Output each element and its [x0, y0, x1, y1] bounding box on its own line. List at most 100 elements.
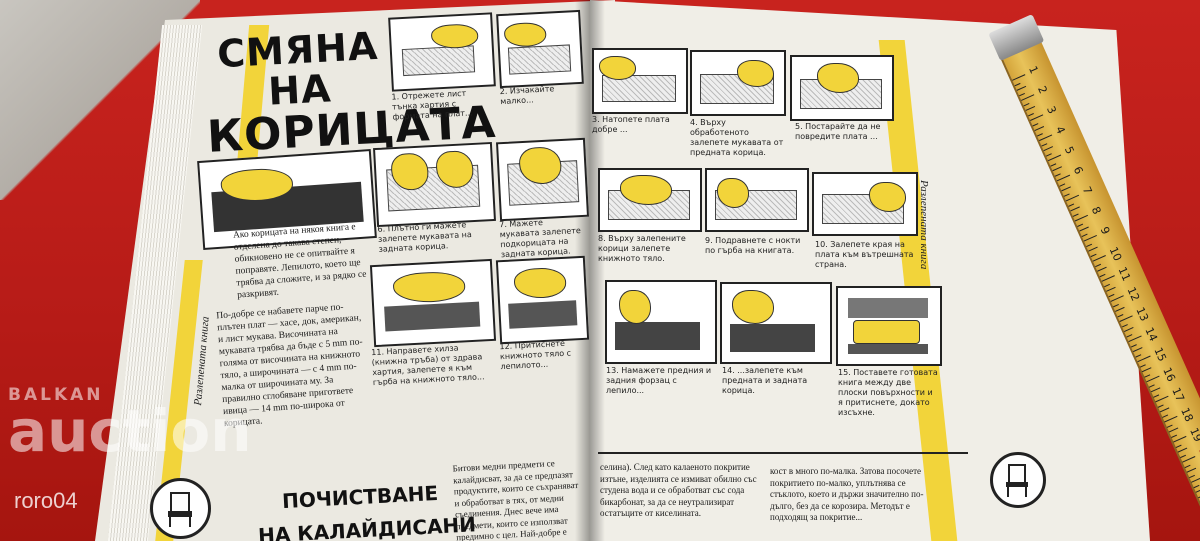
ruler-number: 1: [1026, 64, 1041, 76]
ruler-minor-tick: [1159, 407, 1170, 413]
ruler-minor-tick: [1052, 166, 1062, 172]
illustration-panel: [812, 172, 918, 236]
ruler-number: 18: [1178, 405, 1196, 424]
ruler-minor-tick: [1025, 105, 1036, 111]
divider: [598, 452, 968, 454]
ruler-minor-tick: [1168, 427, 1179, 433]
step-caption: 13. Намажете предния и задния форзац с л…: [606, 366, 712, 395]
ruler-number: 3: [1043, 104, 1059, 116]
ruler-minor-tick: [1063, 192, 1070, 197]
ruler-tick: [1056, 174, 1071, 182]
bottom-paragraph: селина). След като калаеното покритие из…: [600, 462, 757, 518]
ruler-minor-tick: [1023, 102, 1030, 106]
illustration-panel: [598, 168, 702, 232]
step-caption: 7. Мажете мукавата залепете подкорицата …: [499, 217, 582, 260]
ruler-minor-tick: [1061, 186, 1071, 192]
ruler-minor-tick: [1188, 474, 1195, 478]
illustration-panel: [388, 12, 496, 92]
ruler-minor-tick: [1175, 444, 1182, 448]
step-caption: 2. Изчакайте малко...: [499, 84, 555, 107]
ruler-minor-tick: [1018, 92, 1025, 96]
ruler-tick: [1083, 234, 1097, 242]
ruler-number: 7: [1079, 184, 1095, 197]
ruler-tick: [1119, 315, 1133, 322]
ruler-minor-tick: [1036, 132, 1043, 137]
ruler-tick: [1030, 114, 1044, 121]
auction-watermark: BALKAN auction: [8, 385, 252, 461]
ruler-minor-tick: [1144, 373, 1151, 378]
ruler-minor-tick: [1132, 347, 1143, 353]
step-caption: 9. Подравнете с нокти по гърба на книгат…: [705, 236, 801, 255]
ruler-minor-tick: [1034, 126, 1045, 132]
ruler-minor-tick: [1162, 414, 1168, 418]
step-caption: 14. ...залепете към предната и задната к…: [722, 366, 808, 395]
ruler-minor-tick: [1179, 454, 1186, 458]
ruler-tick: [1074, 214, 1088, 222]
ruler-number: 2: [1035, 84, 1050, 96]
step-caption: 1. Отрежете лист тънка хартия с формата …: [391, 88, 473, 122]
illustration-panel: [790, 55, 894, 121]
ruler-number: 13: [1133, 305, 1152, 324]
step-caption: 10. Залепете края на плата към вътрешнат…: [815, 240, 914, 269]
ruler-tick: [1092, 255, 1106, 262]
ruler-tick: [1182, 456, 1196, 463]
ruler-minor-tick: [1106, 286, 1116, 292]
section-vertical-label: Разлепената книга: [918, 180, 930, 270]
ruler-number: 12: [1124, 285, 1143, 304]
illustration-panel: [496, 9, 584, 89]
watermark-brand-small: BALKAN: [8, 385, 104, 405]
step-caption: 5. Постарайте да не повредите плата ...: [795, 122, 881, 141]
ruler-minor-tick: [1115, 306, 1125, 312]
illustration-panel: [495, 137, 590, 222]
ruler-minor-tick: [1041, 142, 1048, 147]
chair-icon: [150, 478, 211, 539]
ruler-minor-tick: [1014, 82, 1021, 86]
ruler-tick: [1110, 295, 1124, 302]
ruler-minor-tick: [1135, 353, 1142, 358]
ruler-minor-tick: [1027, 112, 1034, 116]
ruler-tick: [1191, 476, 1200, 483]
ruler-minor-tick: [1141, 367, 1152, 373]
ruler-number: 9: [1097, 224, 1113, 237]
ruler-minor-tick: [1032, 122, 1039, 126]
ruler-number: 16: [1160, 365, 1178, 384]
ruler-tick: [1101, 275, 1115, 282]
ruler-tick: [1039, 134, 1053, 142]
ruler-minor-tick: [1126, 333, 1133, 338]
ruler-minor-tick: [1016, 85, 1027, 91]
ruler-number: 6: [1070, 164, 1086, 177]
step-caption: 12. Притиснете книжното тяло с лепилото.…: [499, 338, 572, 372]
ruler-minor-tick: [1112, 303, 1119, 307]
ruler-minor-tick: [1072, 213, 1079, 217]
ruler-minor-tick: [1081, 233, 1088, 237]
article-title: СМЯНА НА КОРИЦАТА: [202, 24, 498, 163]
step-caption: 3. Натопете плата добре ...: [592, 115, 670, 134]
ruler-minor-tick: [1130, 343, 1137, 348]
ruler-number: 19: [1187, 425, 1200, 444]
ruler-minor-tick: [1103, 283, 1110, 287]
chair-icon: [990, 452, 1046, 508]
ruler-tick: [1128, 335, 1142, 343]
ruler-minor-tick: [1090, 253, 1097, 257]
illustration-panel: [373, 141, 496, 228]
step-caption: 11. Направете хилза (книжна тръба) от зд…: [371, 343, 485, 388]
ruler-minor-tick: [1157, 404, 1164, 408]
illustration-panel: [605, 280, 717, 364]
ruler-minor-tick: [1166, 424, 1173, 428]
ruler-minor-tick: [1088, 246, 1098, 252]
ruler-minor-tick: [1139, 363, 1146, 368]
ruler-minor-tick: [1177, 447, 1188, 453]
ruler-number: 14: [1142, 325, 1160, 344]
ruler-minor-tick: [1050, 162, 1057, 167]
bottom-paragraph: Битови медни предмети се калайдисват, за…: [452, 458, 579, 541]
ruler-minor-tick: [1079, 226, 1089, 232]
ruler-minor-tick: [1043, 146, 1054, 152]
ruler-minor-tick: [1070, 206, 1080, 212]
ruler-tick: [1012, 74, 1026, 81]
ruler-number: 8: [1088, 204, 1104, 217]
ruler-minor-tick: [1068, 203, 1074, 207]
ruler-minor-tick: [1193, 484, 1200, 488]
ruler-minor-tick: [1124, 327, 1134, 333]
